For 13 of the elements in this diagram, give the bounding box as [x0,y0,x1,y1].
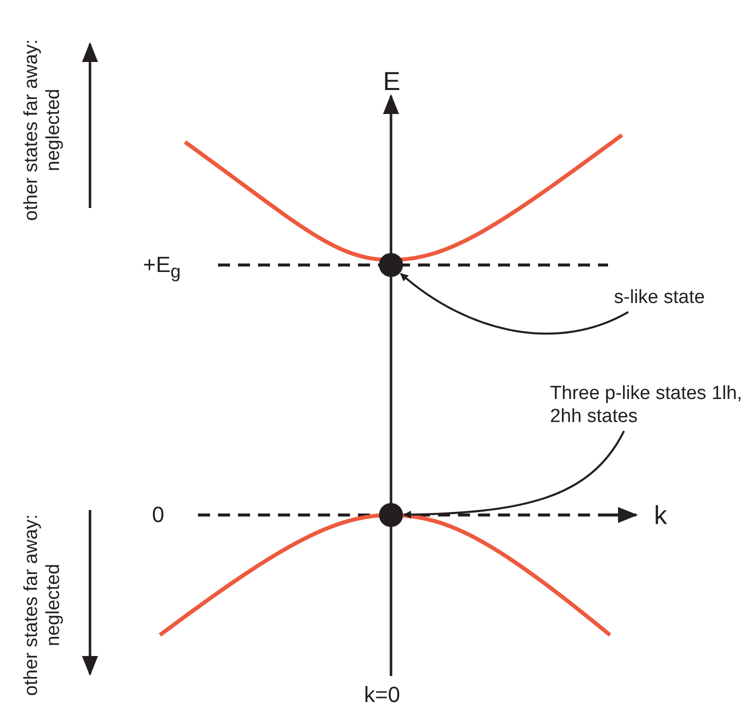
axis-label: E [383,66,400,96]
side-note: other states far away: neglected [21,38,65,223]
state-label: s-like state [614,286,744,309]
level-label: 0 [152,502,164,528]
leader-arrow [400,272,629,334]
state-dot [379,503,403,527]
axis-label: k [654,500,667,530]
level-label: +E$_{g}$ [143,252,181,284]
state-dot [379,253,403,277]
side-note: other states far away: neglected [21,513,65,698]
axis-label: k=0 [364,682,400,708]
leader-arrow [403,430,625,519]
state-label: Three p-like states 1lh, 2hh states [550,382,750,428]
